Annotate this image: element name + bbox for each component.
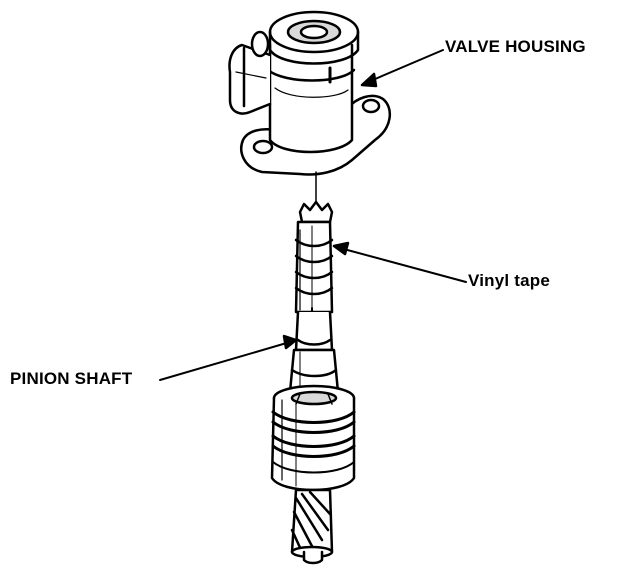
flange-bolt-hole-right xyxy=(361,98,381,114)
label-pinion-shaft: PINION SHAFT xyxy=(10,369,133,388)
leader-valve-housing xyxy=(360,49,444,88)
pinion-shaft xyxy=(288,200,340,394)
leader-pinion-shaft xyxy=(159,334,298,381)
seal-ring-stack xyxy=(270,384,356,492)
vinyl-tape-section xyxy=(294,220,334,314)
shaft-spline-tip xyxy=(298,200,334,224)
pinion-gear xyxy=(290,488,334,565)
valve-housing-side-port xyxy=(228,43,272,115)
label-vinyl-tape: Vinyl tape xyxy=(468,271,550,290)
valve-housing xyxy=(228,10,392,176)
flange-bolt-hole-left xyxy=(252,139,274,155)
leader-vinyl-tape xyxy=(332,241,467,283)
label-valve-housing: VALVE HOUSING xyxy=(445,37,586,56)
